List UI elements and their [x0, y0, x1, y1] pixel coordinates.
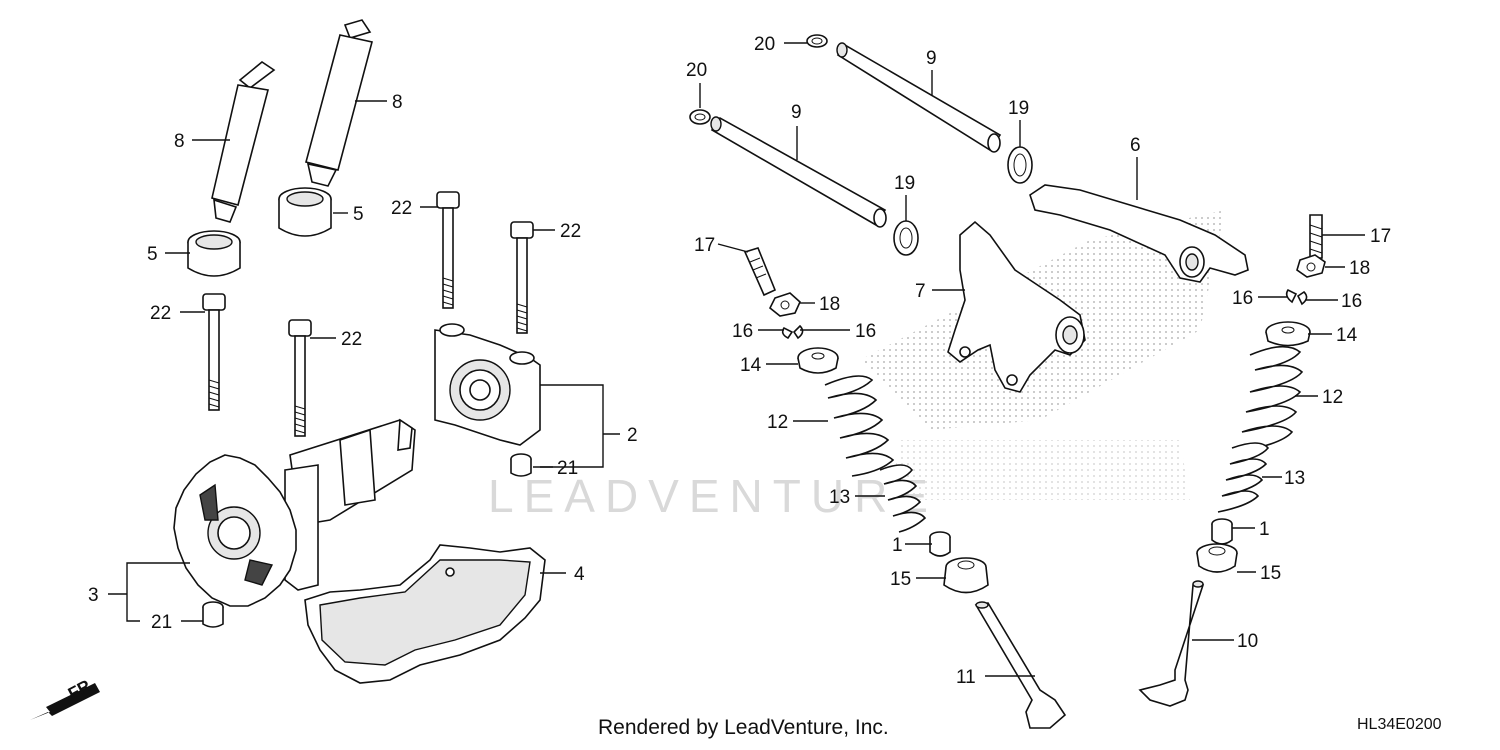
- tappet-left: [187, 230, 241, 277]
- bolt-center: [288, 319, 312, 437]
- dowel-pin-lower: [202, 601, 224, 628]
- callout-13-right: 13: [1284, 468, 1305, 489]
- callout-3: 3: [88, 585, 99, 606]
- lock-nut-right: [1296, 254, 1326, 278]
- callout-11: 11: [956, 667, 976, 688]
- watermark-text: LEADVENTURE: [488, 470, 938, 522]
- callout-14-left: 14: [740, 355, 762, 376]
- callout-14-right: 14: [1336, 325, 1358, 346]
- cam-sprocket: [173, 454, 297, 607]
- callout-9-upper: 9: [926, 48, 937, 69]
- callout-22-holder-left: 22: [391, 198, 412, 219]
- valve-cotters-left: [781, 324, 804, 340]
- exhaust-valve: [1138, 580, 1205, 707]
- callout-18-left: 18: [819, 294, 840, 315]
- callout-20-left: 20: [686, 60, 707, 81]
- callout-8-left: 8: [174, 131, 185, 152]
- camshaft: [284, 418, 416, 591]
- inner-valve-spring-right: [1217, 442, 1270, 513]
- callout-19-lower: 19: [894, 173, 915, 194]
- dowel-pin-upper: [510, 453, 532, 477]
- valve-stem-seal-right: [1211, 518, 1233, 545]
- callout-21-upper: 21: [557, 458, 578, 479]
- shaft-gasket-lower: [893, 220, 919, 256]
- callout-16-left-a: 16: [732, 321, 753, 342]
- o-ring-20-top: [806, 34, 828, 48]
- camshaft-holder: [434, 323, 541, 446]
- callout-10: 10: [1237, 631, 1258, 652]
- callout-8-right: 8: [392, 92, 403, 113]
- tappet-right: [278, 187, 332, 237]
- push-rod-left: [211, 61, 276, 223]
- callout-16-left-b: 16: [855, 321, 876, 342]
- callout-15-right: 15: [1260, 563, 1281, 584]
- spring-retainer-left: [797, 347, 839, 374]
- callout-6: 6: [1130, 135, 1141, 156]
- front-direction-arrow: FR.: [30, 674, 100, 720]
- o-ring-20-left: [689, 109, 711, 125]
- callout-17-left: 17: [694, 235, 715, 256]
- callout-9-lower: 9: [791, 102, 802, 123]
- diagram-code: HL34E0200: [1357, 716, 1442, 733]
- callout-22-holder-right: 22: [560, 221, 581, 242]
- callout-18-right: 18: [1349, 258, 1370, 279]
- callout-12-right: 12: [1322, 387, 1343, 408]
- adjust-screw-left: [743, 247, 777, 297]
- callout-22-center: 22: [341, 329, 362, 350]
- adjust-screw-right: [1309, 214, 1323, 259]
- callout-22-left-low: 22: [150, 303, 171, 324]
- valve-stem-seal-left: [929, 531, 951, 557]
- callout-labels: 8 8 5 5 22 22 22 22 2 21 21 3 4 20 20 9 …: [88, 34, 1391, 688]
- callout-17-right: 17: [1370, 226, 1391, 247]
- callout-4: 4: [574, 564, 585, 585]
- callout-15-left: 15: [890, 569, 911, 590]
- spring-seat-right: [1196, 543, 1238, 573]
- rocker-shaft-upper: [836, 42, 1002, 153]
- rendered-by-text: Rendered by LeadVenture, Inc.: [598, 716, 889, 739]
- callout-7: 7: [915, 281, 926, 302]
- bolt-holder-left: [436, 191, 460, 309]
- callout-1-right: 1: [1259, 519, 1270, 540]
- callout-13-left: 13: [829, 487, 850, 508]
- valve-cotters-right: [1285, 288, 1308, 306]
- intake-valve: [974, 601, 1067, 729]
- callout-19-upper: 19: [1008, 98, 1029, 119]
- callout-16-right-a: 16: [1232, 288, 1253, 309]
- bolt-left-low: [202, 293, 226, 411]
- callout-5-right: 5: [353, 204, 364, 225]
- outer-valve-spring-left: [824, 375, 895, 477]
- bolt-holder-right: [510, 221, 534, 334]
- spring-seat-left: [943, 557, 989, 594]
- callout-2: 2: [627, 425, 638, 446]
- shaft-gasket-upper: [1007, 146, 1033, 184]
- rocker-arm-6: [1029, 184, 1249, 283]
- callout-5-left: 5: [147, 244, 158, 265]
- callout-1-left: 1: [892, 535, 903, 556]
- outer-valve-spring-right: [1237, 345, 1304, 453]
- callout-16-right-b: 16: [1341, 291, 1362, 312]
- callout-21-lower: 21: [151, 612, 172, 633]
- leader-lines: [108, 42, 1365, 677]
- lock-nut-left: [768, 292, 801, 317]
- callout-12-left: 12: [767, 412, 788, 433]
- spring-retainer-right: [1265, 321, 1311, 347]
- callout-20-top: 20: [754, 34, 775, 55]
- valve-cover-gasket-plate: [304, 544, 546, 684]
- inner-valve-spring-left: [879, 464, 927, 533]
- rocker-arm-7: [947, 220, 1086, 393]
- rocker-shaft-lower: [710, 116, 887, 228]
- push-rod-right: [305, 19, 373, 187]
